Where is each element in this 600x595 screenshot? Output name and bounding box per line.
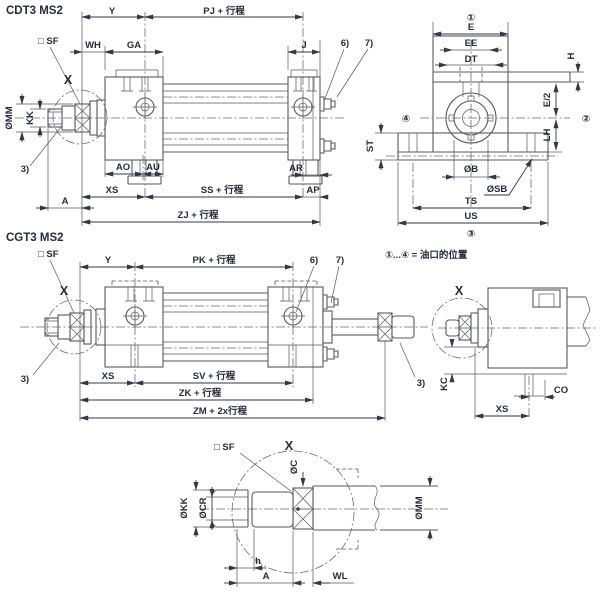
dim-ao: AO — [116, 162, 130, 173]
dim-kk: KK — [25, 111, 36, 125]
dim-h: H — [566, 52, 577, 59]
callout-3-left: 3) — [21, 374, 29, 385]
dim-au: AU — [146, 162, 160, 173]
callout-3: 3) — [21, 164, 29, 175]
port-marker-2: ② — [582, 114, 590, 125]
dim-ts: TS — [465, 196, 477, 207]
cgt3-side-view: CGT3 MS2 □ SF X Y PK + 行程 6) 7) 3) 3) XS… — [6, 232, 428, 421]
detail-bottom-x-label: X — [285, 438, 294, 453]
cdt3-title: CDT3 MS2 — [6, 5, 63, 17]
dim-sv: SV + 行程 — [193, 370, 236, 382]
dim-wh: WH — [85, 40, 101, 51]
callout-7-cgt3: 7) — [336, 255, 344, 266]
dim-ocr: ØCR — [198, 497, 209, 518]
dim-a: A — [62, 196, 69, 207]
callout-3-right: 3) — [417, 378, 425, 389]
dim-zk: ZK + 行程 — [179, 387, 222, 399]
callout-6: 6) — [341, 38, 349, 49]
dim-ar: AR — [289, 163, 303, 174]
oil-port-note: ①...④ = 油口的位置 — [385, 249, 468, 261]
dim-wl: WL — [333, 571, 348, 582]
detail-right-view: X KC CO XS — [431, 284, 596, 419]
dim-kc: KC — [439, 377, 450, 391]
cgt3-sf-label: □ SF — [38, 249, 59, 260]
callout-6-cgt3: 6) — [310, 255, 318, 266]
dim-y-cgt3: Y — [105, 255, 112, 266]
dim-e2: E/2 — [542, 93, 553, 107]
port-marker-1: ① — [467, 13, 475, 24]
dim-st: ST — [365, 140, 376, 152]
cdt3-detail-x-label: X — [64, 73, 73, 87]
dim-xs-cgt3: XS — [102, 371, 115, 382]
dim-omm-bottom: ØMM — [414, 496, 425, 519]
detail-right-x-label: X — [455, 284, 464, 298]
dim-us: US — [464, 211, 477, 222]
port-marker-4: ④ — [402, 114, 410, 125]
dim-osb: ØSB — [487, 184, 508, 195]
dim-ss: SS + 行程 — [201, 184, 244, 196]
dim-xs: XS — [106, 185, 119, 196]
dim-pj: PJ + 行程 — [203, 5, 245, 17]
dim-oc: ØC — [289, 460, 300, 474]
detail-x-circle-cgt3 — [46, 299, 102, 355]
dim-ee: EE — [465, 38, 478, 49]
dim-ga: GA — [127, 40, 141, 51]
cgt3-detail-x-label: X — [60, 284, 69, 298]
port-marker-3: ③ — [467, 229, 475, 240]
dim-e: E — [468, 22, 474, 33]
dim-h-bottom: h — [255, 556, 261, 567]
detail-x-circle-cdt3 — [52, 89, 108, 145]
detail-bottom-view: X □ SF ØC ØKK ØCR ØMM h A WL — [179, 438, 448, 587]
dim-ob: ØB — [464, 164, 478, 175]
dim-xs-right: XS — [496, 404, 509, 415]
detail-x-circle-bottom — [231, 450, 355, 574]
dim-j: J — [301, 40, 306, 51]
cgt3-title: CGT3 MS2 — [6, 232, 64, 244]
dim-dt: DT — [465, 54, 478, 65]
dim-pk: PK + 行程 — [192, 254, 236, 266]
dim-a-bottom: A — [263, 571, 270, 582]
dim-zm: ZM + 2x行程 — [193, 405, 248, 417]
callout-7: 7) — [365, 38, 373, 49]
dim-lh: LH — [542, 129, 553, 142]
dim-co: CO — [554, 385, 568, 396]
dim-omm: ØMM — [4, 106, 15, 129]
detail-bottom-sf-label: □ SF — [214, 442, 235, 453]
detail-x-circle-right — [431, 297, 493, 359]
cdt3-side-view: CDT3 MS2 □ SF X Y PJ + 行程 WH GA J 6) 7) … — [4, 5, 373, 226]
dim-y: Y — [109, 6, 116, 17]
cdt3-sf-label: □ SF — [38, 36, 59, 47]
dim-zj: ZJ + 行程 — [178, 209, 219, 221]
dim-okk: ØKK — [179, 497, 190, 518]
dim-ap: AP — [306, 185, 320, 196]
end-view: ① E EE DT H E/2 LH ④ ② ST ØB ØSB TS US ③ — [365, 13, 590, 240]
